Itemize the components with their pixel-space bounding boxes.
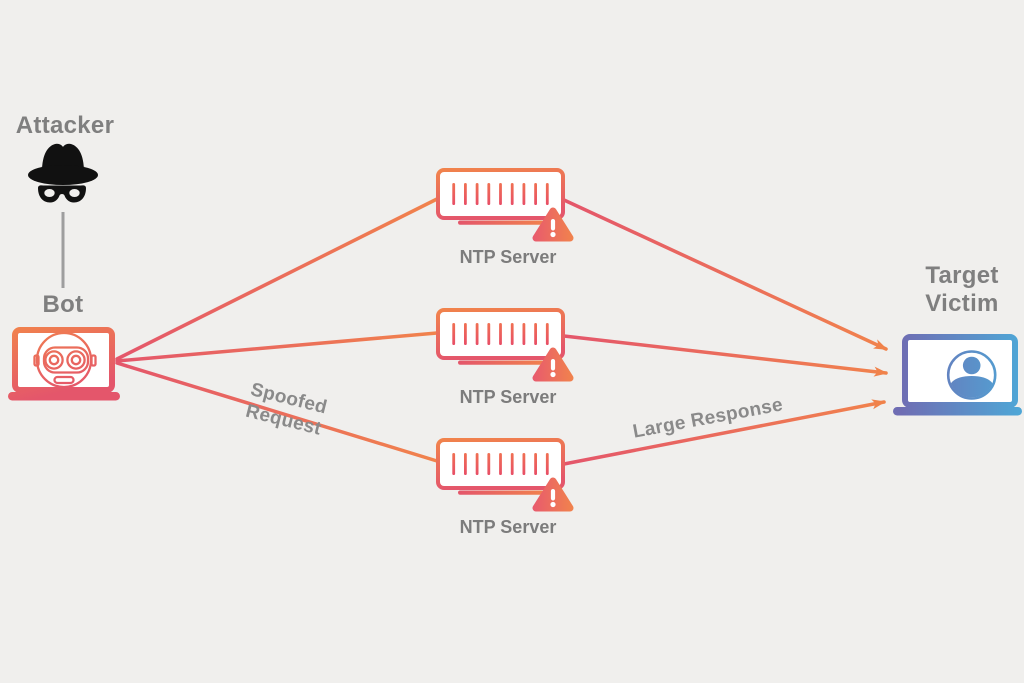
ntp-server-label: NTP Server xyxy=(459,387,557,407)
response-arrow-2 xyxy=(562,334,888,377)
bot-label: Bot xyxy=(42,291,84,318)
robot-laptop-icon xyxy=(8,327,120,401)
ntp-server-label: NTP Server xyxy=(459,247,557,267)
target-laptop-base xyxy=(893,407,1022,416)
server-slots xyxy=(452,183,549,205)
ntp-server-node-1: NTP Server xyxy=(426,166,590,278)
server-warning-icon xyxy=(436,438,574,512)
robot-face xyxy=(33,331,97,389)
spy-hat-mask-icon xyxy=(28,143,98,203)
spoofed-request-lines xyxy=(115,197,439,463)
server-slots xyxy=(452,323,549,345)
server-warning-icon xyxy=(436,168,574,242)
ntp-server-node-2: NTP Server xyxy=(426,306,590,418)
server-slots xyxy=(452,453,549,475)
target-victim-label: Target Victim xyxy=(925,262,999,317)
attacker-label: Attacker xyxy=(15,112,115,139)
ntp-server-label: NTP Server xyxy=(459,517,557,537)
user-laptop-icon xyxy=(893,334,1022,416)
request-line-1 xyxy=(115,197,439,361)
large-response-arrows xyxy=(562,198,888,466)
bot-laptop-base xyxy=(8,392,120,401)
user-icon xyxy=(946,350,997,400)
ntp-server-node-3: NTP Server xyxy=(426,436,590,548)
server-warning-icon xyxy=(436,308,574,382)
response-arrow-3 xyxy=(562,399,886,466)
request-line-3 xyxy=(115,361,439,463)
request-line-2 xyxy=(115,331,439,363)
response-arrow-1 xyxy=(562,198,888,351)
